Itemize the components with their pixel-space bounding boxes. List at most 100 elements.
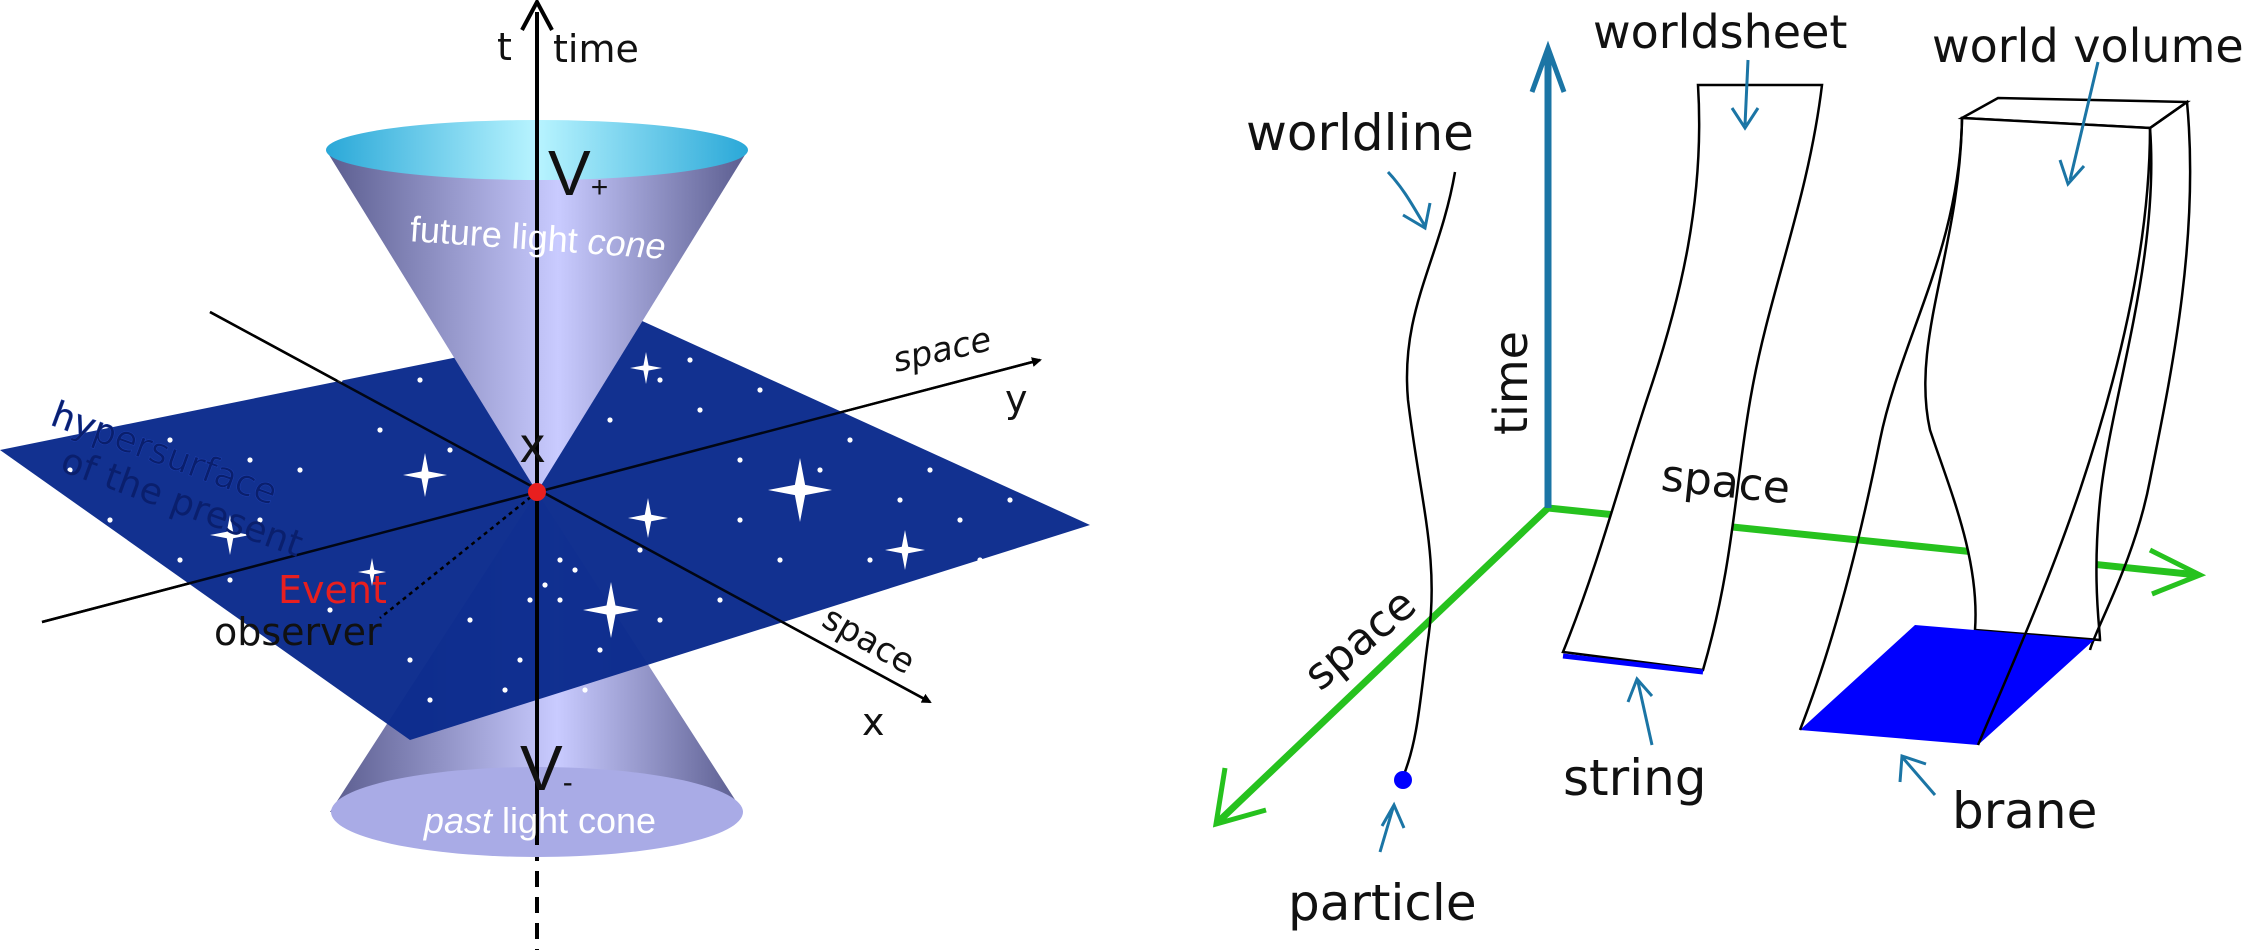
star-dot (897, 497, 903, 503)
star-dot (447, 447, 453, 453)
star-dot (467, 617, 473, 623)
star-dot (927, 467, 933, 473)
observer-label: observer (214, 610, 382, 654)
star-sparkle (210, 515, 250, 555)
star-dot (957, 517, 963, 523)
star-dot (867, 557, 873, 563)
future-symbol: V+ (548, 137, 608, 209)
worldsheet-label: worldsheet (1593, 5, 1847, 59)
star-dot (297, 467, 303, 473)
star-sparkle (628, 498, 668, 538)
world-volume-arrow (2058, 61, 2100, 187)
star-dot (847, 437, 853, 443)
event-point-label: x (520, 417, 545, 473)
world-volume-label: world volume (1932, 19, 2244, 73)
star-dot (737, 457, 743, 463)
space-axis-right-arrowhead (2148, 547, 2207, 597)
worldline-label: worldline (1246, 104, 1474, 162)
star-dot (757, 387, 763, 393)
axis-x-label: x (862, 700, 885, 744)
star-dot (177, 557, 183, 563)
string-label: string (1563, 749, 1707, 807)
axis-x-over-plane (209, 310, 931, 704)
particle-dot (1394, 771, 1412, 789)
time-label: time (1484, 331, 1538, 435)
star-dot (427, 697, 433, 703)
stars (67, 352, 1013, 703)
star-dot (227, 577, 233, 583)
pointer-arrows (1378, 59, 2100, 853)
time-axis-worlds-arrowhead (1529, 40, 1567, 93)
star-dot (717, 597, 723, 603)
past-symbol: V- (520, 732, 573, 804)
star-dot (527, 597, 533, 603)
star-dot (1007, 497, 1013, 503)
worldline-arrow (1386, 170, 1432, 231)
star-dot (167, 437, 173, 443)
star-dot (542, 582, 548, 588)
space-axis-diagonal-arrowhead (1212, 767, 1267, 828)
world-volume-front-left (1798, 117, 1964, 731)
string-arrow (1626, 676, 1654, 746)
axis-y-label: y (1005, 377, 1028, 421)
time-axis-arrowhead (520, 0, 554, 31)
world-volume-side (2088, 99, 2192, 651)
space-y-label: space (889, 319, 995, 380)
star-dot (777, 557, 783, 563)
worldline-curve (1401, 171, 1457, 778)
star-dot (582, 687, 588, 693)
star-dot (817, 467, 823, 473)
world-volume-front (1924, 116, 2153, 642)
space-axis-diagonal (1215, 505, 1551, 825)
star-dot (557, 597, 563, 603)
axis-time-label: time (553, 27, 639, 71)
event-point (528, 483, 546, 501)
star-dot (417, 377, 423, 383)
star-dot (737, 517, 743, 523)
star-dot (327, 607, 333, 613)
star-dot (607, 417, 613, 423)
particle-label: particle (1288, 874, 1477, 932)
future-cone-label: future light cone (409, 208, 667, 267)
star-dot (377, 427, 383, 433)
star-dot (977, 557, 983, 563)
star-dot (572, 567, 578, 573)
star-dot (502, 687, 508, 693)
observer-dotted-line (379, 491, 538, 619)
light-cone-diagram: t time V+ future light cone space y hype… (0, 0, 1090, 950)
star-sparkle (768, 458, 832, 522)
star-dot (107, 517, 113, 523)
star-dot (657, 377, 663, 383)
past-cone-label: past light cone (423, 800, 656, 841)
hypersurface-plane (0, 320, 1090, 740)
star-sparkle (630, 352, 662, 384)
star-dot (257, 517, 263, 523)
worldsheet-surface (1561, 83, 1824, 672)
star-dot (517, 657, 523, 663)
brane-label: brane (1952, 782, 2097, 840)
star-sparkle (885, 530, 925, 570)
brane-arrow (1898, 753, 1937, 796)
worldsheet-arrow (1730, 59, 1760, 131)
star-dot (677, 697, 683, 703)
star-dot (597, 647, 603, 653)
brane-shape (1800, 625, 2094, 745)
star-dot (657, 617, 663, 623)
particle-arrow (1378, 801, 1406, 853)
axis-t-label: t (497, 25, 512, 69)
star-sparkle (583, 582, 639, 638)
star-dot (697, 407, 703, 413)
star-dot (637, 547, 643, 553)
star-dot (687, 357, 693, 363)
star-dot (557, 557, 563, 563)
event-label: Event (278, 568, 387, 612)
string-line (1562, 653, 1704, 675)
star-sparkle (403, 453, 447, 497)
star-dot (67, 467, 73, 473)
star-dot (247, 457, 253, 463)
star-dot (407, 657, 413, 663)
star-sparkle (358, 558, 386, 586)
world-volume-front-right (1976, 127, 2152, 746)
worlds-diagram: worldsheet world volume worldline time s… (1212, 5, 2244, 932)
